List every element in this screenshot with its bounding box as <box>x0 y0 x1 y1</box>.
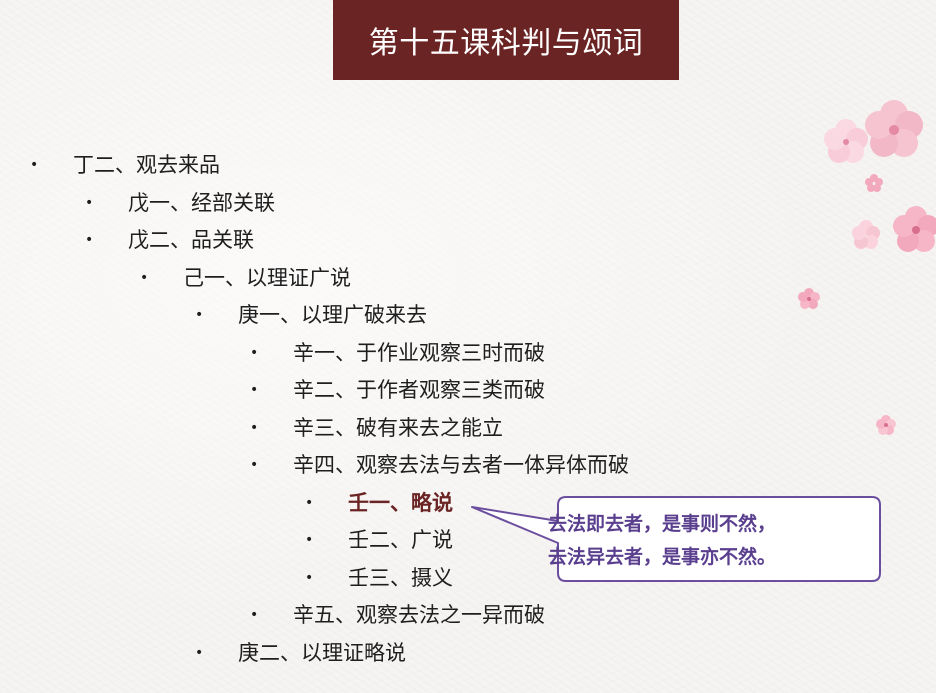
outline-item-text: 辛四、观察去法与去者一体异体而破 <box>293 453 629 477</box>
callout-line-2: 去法异去者，是事亦不然。 <box>548 546 777 568</box>
cherry-blossom-icon <box>865 100 923 157</box>
slide-title: 第十五课科判与颂词 <box>333 0 679 80</box>
slide-title-text: 第十五课科判与颂词 <box>368 26 644 61</box>
cherry-blossom-icon <box>824 119 868 163</box>
callout-verse: 去法即去者，是事则不然， 去法异去者，是事亦不然。 <box>548 508 868 574</box>
bullet-icon: • <box>85 232 94 248</box>
bullet-icon: • <box>305 494 314 511</box>
outline-item-text: 己一、以理证广说 <box>183 265 351 290</box>
bullet-icon: • <box>250 457 259 473</box>
bullet-icon: • <box>30 157 39 173</box>
outline-item-text: 壬三、摄义 <box>348 565 453 590</box>
outline-item-text: 丁二、观去来品 <box>73 153 220 177</box>
bullet-icon: • <box>305 569 314 586</box>
cherry-blossom-icon <box>865 174 883 192</box>
bullet-icon: • <box>85 194 94 211</box>
callout-bubble <box>471 496 881 582</box>
bullet-icon: • <box>195 644 204 661</box>
outline-item-text: 辛三、破有来去之能立 <box>293 415 503 440</box>
outline-item-text: 壬一、略说 <box>348 490 453 515</box>
bullet-icon: • <box>250 607 259 623</box>
outline-item-text: 壬二、广说 <box>348 528 453 552</box>
outline-item-text: 庚一、以理广破来去 <box>238 303 427 327</box>
cherry-blossom-icon <box>876 415 896 435</box>
callout-line-1: 去法即去者，是事则不然， <box>548 513 777 535</box>
outline-item-text: 戊二、品关联 <box>128 228 254 252</box>
outline-item-text: 辛五、观察去法之一异而破 <box>293 603 545 627</box>
bullet-icon: • <box>305 532 314 548</box>
outline-item-text: 庚二、以理证略说 <box>238 640 406 665</box>
outline-item-text: 辛二、于作者观察三类而破 <box>293 378 545 402</box>
cherry-blossom-icon <box>798 288 820 309</box>
bullet-icon: • <box>250 344 259 361</box>
bullet-icon: • <box>250 382 259 398</box>
outline-item-text: 辛一、于作业观察三时而破 <box>293 340 545 365</box>
cherry-blossom-icon <box>893 206 936 252</box>
cherry-blossom-icon <box>852 220 880 249</box>
bullet-icon: • <box>140 269 149 286</box>
outline-item-text: 戊一、经部关联 <box>128 190 275 215</box>
cherry-blossom-decoration <box>824 100 936 252</box>
bullet-icon: • <box>195 307 204 323</box>
bullet-icon: • <box>250 419 259 436</box>
